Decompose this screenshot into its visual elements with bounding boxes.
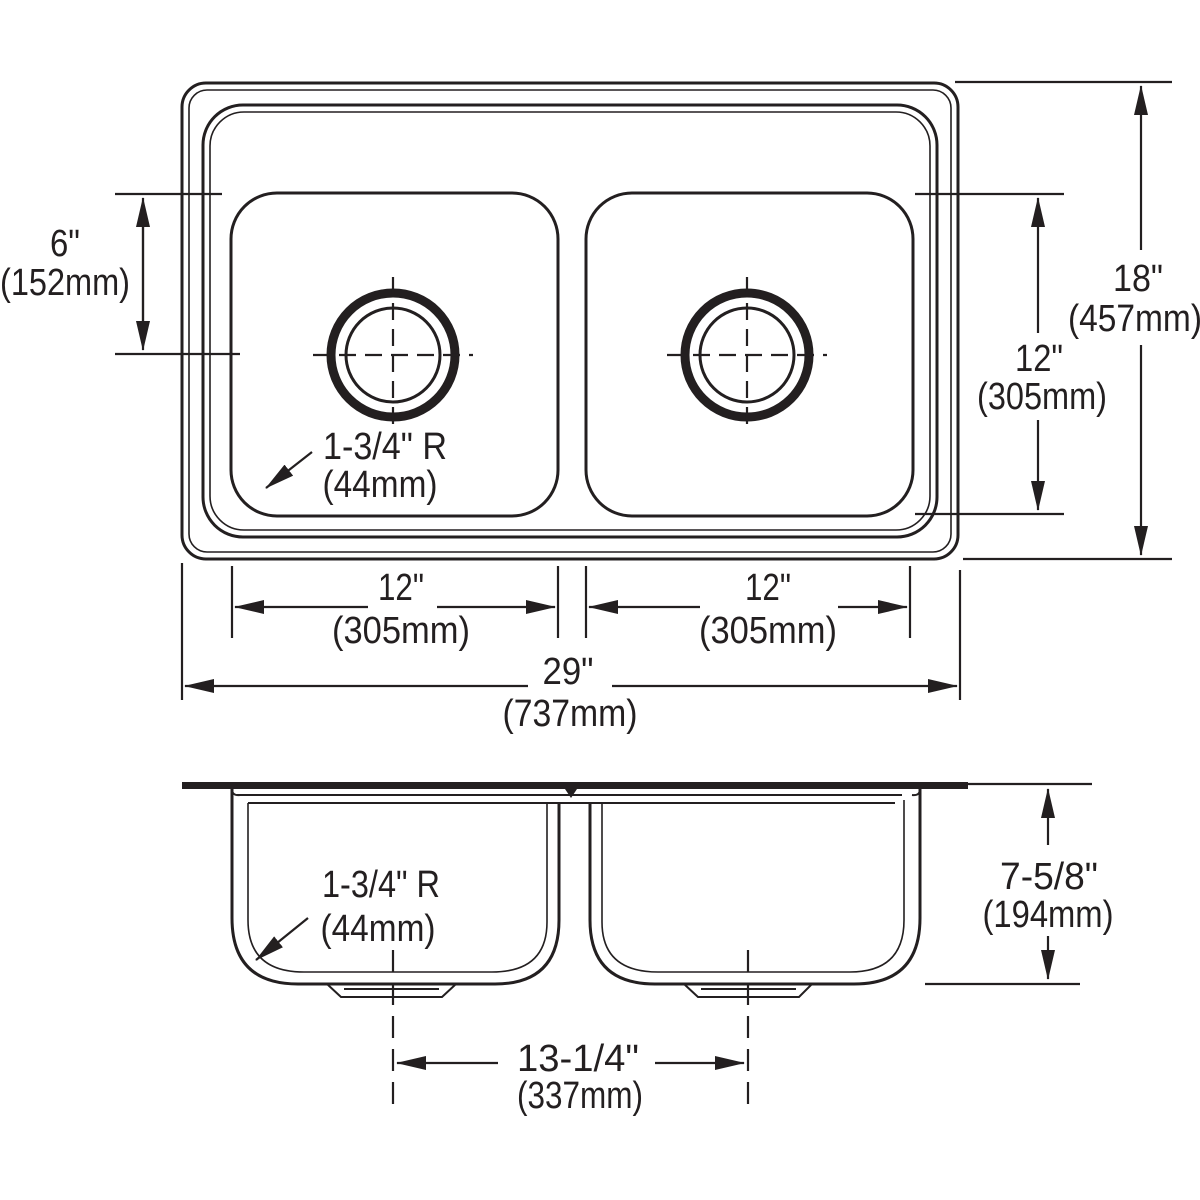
dim-drain-offset-inches: 6" (50, 223, 80, 265)
left-bowl-inner-wall (247, 803, 548, 973)
top-corner-radius-metric: (44mm) (323, 464, 438, 506)
side-corner-radius-callout: 1-3/4" R (44mm) (255, 864, 440, 961)
dim-left-bowl-width-inches: 12" (378, 567, 424, 609)
dim-overall-depth-metric: (457mm) (1068, 298, 1200, 340)
rim-top-surface (182, 782, 1092, 798)
dim-right-bowl-width-metric: (305mm) (699, 610, 837, 652)
top-view-extension-lines (115, 80, 1172, 700)
dim-bowl-depth: 12" (305mm) (977, 197, 1107, 511)
dim-left-bowl-width: 12" (305mm) (234, 567, 556, 652)
left-drain-fitting (326, 983, 457, 998)
top-corner-radius-callout: 1-3/4" R (44mm) (265, 426, 447, 506)
inner-deck-outline (201, 103, 939, 539)
dim-bowl-height-inches: 7-5/8" (1000, 856, 1098, 898)
dim-overall-width: 29" (737mm) (184, 651, 958, 735)
dim-bowl-depth-metric: (305mm) (977, 376, 1107, 418)
rim-flange-lines (231, 788, 921, 804)
dim-drain-centers-inches: 13-1/4" (517, 1038, 639, 1080)
dim-left-bowl-width-metric: (305mm) (332, 610, 470, 652)
right-bowl-outer-wall (588, 789, 922, 986)
dim-bowl-height: 7-5/8" (194mm) (983, 788, 1114, 980)
side-corner-radius-metric: (44mm) (321, 908, 436, 950)
left-drain (313, 277, 473, 433)
dim-right-bowl-width-inches: 12" (745, 567, 791, 609)
dim-drain-offset-metric: (152mm) (0, 262, 130, 304)
right-bowl-inner-wall (601, 800, 905, 973)
dim-overall-width-metric: (737mm) (503, 693, 638, 735)
center-mark (565, 789, 577, 798)
dim-overall-width-inches: 29" (543, 651, 594, 693)
outer-rim-outline (180, 81, 960, 561)
dim-bowl-depth-inches: 12" (1015, 338, 1063, 380)
right-bowl-outline (584, 191, 915, 518)
left-bowl-outer-wall (230, 789, 561, 986)
dim-drain-centers: 13-1/4" (337mm) (396, 1038, 745, 1117)
dim-overall-depth-inches: 18" (1113, 258, 1163, 300)
bowl-section-outlines (230, 789, 922, 986)
dim-overall-depth: 18" (457mm) (1068, 85, 1200, 556)
right-drain (667, 277, 827, 433)
dim-drain-centers-metric: (337mm) (517, 1075, 643, 1117)
top-view: 6" (152mm) 18" (457mm) 12" (305mm) 12" (… (0, 80, 1200, 735)
side-view: 7-5/8" (194mm) 13-1/4" (337mm) 1-3/4" R … (182, 782, 1114, 1117)
top-corner-radius-label: 1-3/4" R (323, 426, 447, 468)
side-corner-radius-label: 1-3/4" R (322, 864, 440, 906)
dim-bowl-height-metric: (194mm) (983, 894, 1114, 936)
dim-drain-offset: 6" (152mm) (0, 197, 150, 351)
dim-right-bowl-width: 12" (305mm) (588, 567, 908, 652)
